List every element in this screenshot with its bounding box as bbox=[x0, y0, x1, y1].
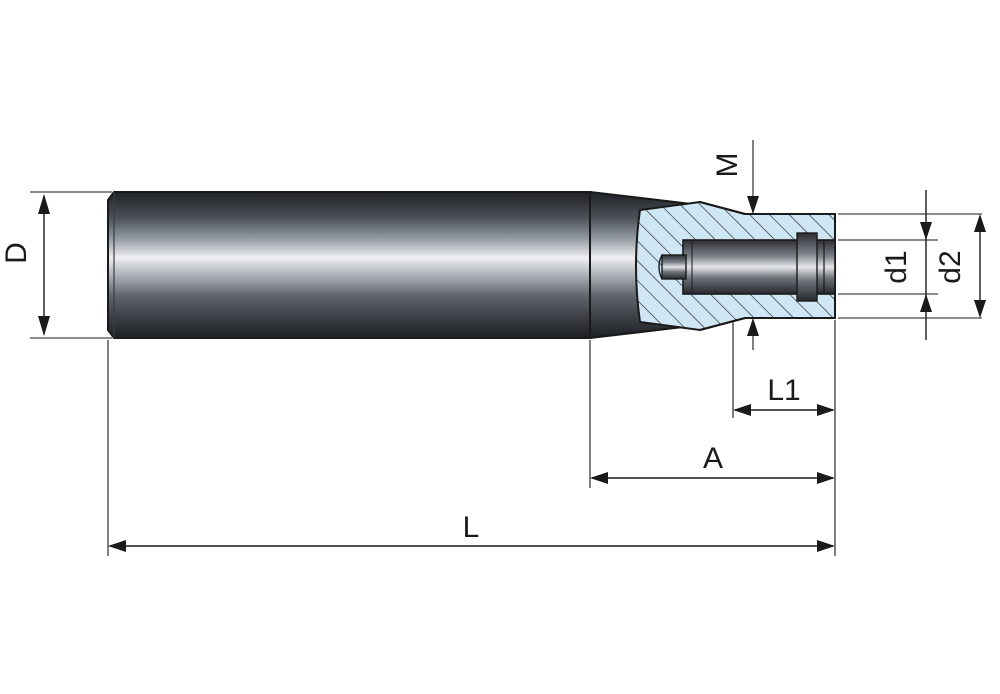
dimension-d1: d1 bbox=[880, 190, 932, 340]
label-a: A bbox=[703, 442, 723, 475]
dimension-l: L bbox=[108, 511, 835, 552]
dimension-a: A bbox=[590, 442, 835, 484]
label-l1: L1 bbox=[767, 374, 800, 407]
dimension-m: M bbox=[711, 153, 759, 336]
dimension-l1: L1 bbox=[733, 374, 835, 416]
dimension-d: D bbox=[0, 194, 50, 336]
extension-lines bbox=[30, 140, 982, 556]
label-d2: d2 bbox=[934, 250, 967, 283]
label-d: D bbox=[0, 242, 33, 264]
label-l: L bbox=[463, 511, 480, 544]
label-d1: d1 bbox=[880, 250, 913, 283]
handle-body bbox=[107, 191, 591, 339]
label-m: M bbox=[711, 153, 744, 178]
threaded-bore bbox=[658, 232, 836, 302]
dimension-d2: d2 bbox=[934, 214, 986, 318]
